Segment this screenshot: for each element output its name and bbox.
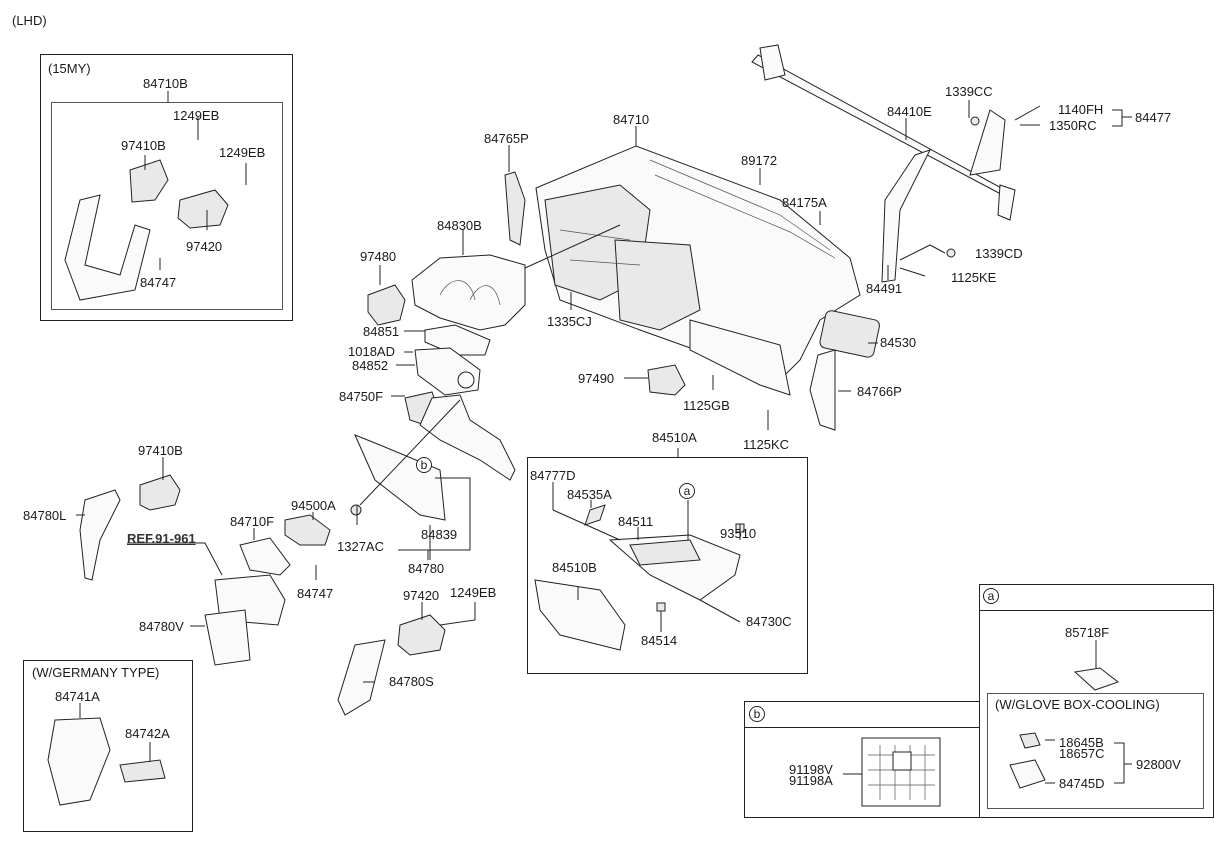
garnish-84780l bbox=[79, 489, 121, 581]
inset-detail-a-header bbox=[979, 584, 1214, 611]
part-84510a[interactable]: 84510A bbox=[652, 430, 697, 445]
crash-pad-84710 bbox=[535, 145, 861, 396]
part-1327ac[interactable]: 1327AC bbox=[337, 539, 384, 554]
part-1339cd[interactable]: 1339CD bbox=[975, 246, 1023, 261]
part-84780s[interactable]: 84780S bbox=[389, 674, 434, 689]
vent-97490 bbox=[647, 364, 686, 396]
part-84410e[interactable]: 84410E bbox=[887, 104, 932, 119]
part-84742a[interactable]: 84742A bbox=[125, 726, 170, 741]
part-1125gb[interactable]: 1125GB bbox=[683, 398, 730, 413]
label-plate-91198 bbox=[861, 737, 941, 807]
part-84839[interactable]: 84839 bbox=[421, 527, 458, 542]
glove-box-parts bbox=[534, 504, 745, 651]
leader-lines bbox=[76, 91, 1132, 784]
vent-97420 bbox=[397, 614, 446, 656]
part-1249eb-b[interactable]: 1249EB bbox=[219, 145, 266, 160]
part-1335cj[interactable]: 1335CJ bbox=[547, 314, 592, 329]
inset-glove-box bbox=[527, 457, 808, 674]
part-1339cc[interactable]: 1339CC bbox=[945, 84, 993, 99]
lower-crash-pad-84780 bbox=[419, 394, 516, 481]
cluster-fascia-84830b bbox=[411, 224, 621, 331]
part-84745d[interactable]: 84745D bbox=[1059, 776, 1105, 791]
part-84175a[interactable]: 84175A bbox=[782, 195, 827, 210]
part-84766p[interactable]: 84766P bbox=[857, 384, 902, 399]
part-97480[interactable]: 97480 bbox=[360, 249, 397, 264]
inset-detail-b-header bbox=[744, 701, 980, 728]
inset-germany bbox=[23, 660, 193, 832]
part-18657c[interactable]: 18657C bbox=[1059, 746, 1105, 761]
part-84830b[interactable]: 84830B bbox=[437, 218, 482, 233]
fascia-panel-84710f bbox=[239, 537, 291, 576]
part-1125kc[interactable]: 1125KC bbox=[743, 437, 790, 452]
part-84514[interactable]: 84514 bbox=[641, 633, 678, 648]
part-97410b-b[interactable]: 97410B bbox=[138, 443, 183, 458]
part-84780[interactable]: 84780 bbox=[408, 561, 445, 576]
side-cover-84766p bbox=[809, 349, 836, 431]
part-1125ke[interactable]: 1125KE bbox=[951, 270, 997, 285]
callout-a-marker: a bbox=[983, 588, 999, 604]
part-84852[interactable]: 84852 bbox=[352, 358, 389, 373]
part-1249eb-a[interactable]: 1249EB bbox=[173, 108, 220, 123]
part-92800v[interactable]: 92800V bbox=[1136, 757, 1181, 772]
part-1140fh[interactable]: 1140FH bbox=[1058, 102, 1104, 117]
part-89172[interactable]: 89172 bbox=[741, 153, 778, 168]
inset-15my-assembly-box bbox=[51, 102, 283, 310]
part-84750f[interactable]: 84750F bbox=[339, 389, 384, 404]
part-85718f[interactable]: 85718F bbox=[1065, 625, 1110, 640]
vent-97410b bbox=[139, 474, 181, 511]
inset-germany-title: (W/GERMANY TYPE) bbox=[32, 665, 160, 680]
callout-b-marker: b bbox=[749, 706, 765, 722]
vent-97480 bbox=[367, 284, 406, 326]
variant-label: (LHD) bbox=[12, 13, 47, 28]
part-18645b[interactable]: 18645B bbox=[1059, 735, 1104, 750]
inset-glove-box-cooling bbox=[987, 693, 1204, 809]
part-84710f[interactable]: 84710F bbox=[230, 514, 275, 529]
glove-box-cooling-title: (W/GLOVE BOX-COOLING) bbox=[995, 697, 1160, 712]
part-97420-a[interactable]: 97420 bbox=[186, 239, 223, 254]
garnish-84780s bbox=[337, 639, 386, 716]
part-84510b[interactable]: 84510B bbox=[552, 560, 597, 575]
part-84780v[interactable]: 84780V bbox=[139, 619, 184, 634]
part-84530[interactable]: 84530 bbox=[880, 335, 917, 350]
part-84710b[interactable]: 84710B bbox=[143, 76, 188, 91]
part-84511[interactable]: 84511 bbox=[618, 514, 654, 529]
part-97490[interactable]: 97490 bbox=[578, 371, 615, 386]
part-84741a[interactable]: 84741A bbox=[55, 689, 100, 704]
germany-parts bbox=[47, 717, 166, 806]
part-94500a[interactable]: 94500A bbox=[291, 498, 336, 513]
callout-a-glovebox: a bbox=[679, 483, 695, 499]
part-91198v[interactable]: 91198V bbox=[789, 762, 833, 777]
part-84747-a[interactable]: 84747 bbox=[140, 275, 177, 290]
part-1249eb-c[interactable]: 1249EB bbox=[450, 585, 497, 600]
part-91198a[interactable]: 91198A bbox=[789, 773, 833, 788]
part-1350rc[interactable]: 1350RC bbox=[1049, 118, 1097, 133]
part-97410b-a[interactable]: 97410B bbox=[121, 138, 166, 153]
part-84765p[interactable]: 84765P bbox=[484, 131, 529, 146]
lamp-85718f bbox=[1073, 667, 1120, 691]
cowl-bar-84410e bbox=[751, 44, 1041, 283]
part-84851[interactable]: 84851 bbox=[363, 324, 400, 339]
part-84730c[interactable]: 84730C bbox=[746, 614, 792, 629]
airbag-84530 bbox=[819, 310, 880, 358]
part-97420-b[interactable]: 97420 bbox=[403, 588, 440, 603]
part-1018ad[interactable]: 1018AD bbox=[348, 344, 395, 359]
callout-b-main: b bbox=[416, 457, 432, 473]
part-84777d[interactable]: 84777D bbox=[530, 468, 576, 483]
ref-91-961-link[interactable]: REF.91-961 bbox=[127, 531, 196, 546]
part-84491[interactable]: 84491 bbox=[866, 281, 903, 296]
inset-15my bbox=[40, 54, 293, 321]
part-84710[interactable]: 84710 bbox=[613, 112, 650, 127]
15my-parts bbox=[64, 159, 229, 301]
center-fascia-84780v bbox=[204, 609, 251, 666]
part-93510[interactable]: 93510 bbox=[720, 526, 757, 541]
part-84477[interactable]: 84477 bbox=[1135, 110, 1172, 125]
part-84535a[interactable]: 84535A bbox=[567, 487, 612, 502]
side-cover-84765p bbox=[504, 171, 526, 246]
switch-assy-94500a bbox=[284, 514, 331, 546]
part-84780l[interactable]: 84780L bbox=[23, 508, 67, 523]
part-84747-b[interactable]: 84747 bbox=[297, 586, 334, 601]
column-cover-upper-84851 bbox=[424, 324, 491, 356]
inset-15my-title: (15MY) bbox=[48, 61, 91, 76]
